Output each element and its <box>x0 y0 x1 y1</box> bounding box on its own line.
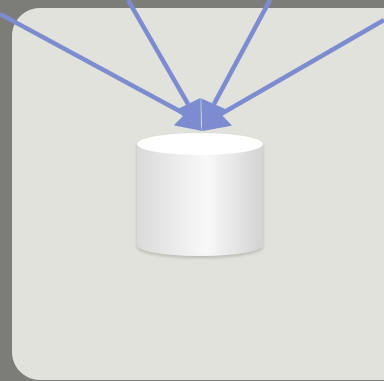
database-cylinder-body <box>137 144 263 256</box>
edge-arrowhead <box>175 97 201 131</box>
edge-line <box>212 0 272 106</box>
database-icon <box>137 133 263 256</box>
edge-line <box>126 0 190 106</box>
edge-line <box>0 12 187 116</box>
database-cylinder-top <box>137 133 263 155</box>
edge-line <box>219 18 384 116</box>
edge-arrowhead <box>203 102 232 131</box>
edge-group <box>0 0 384 131</box>
